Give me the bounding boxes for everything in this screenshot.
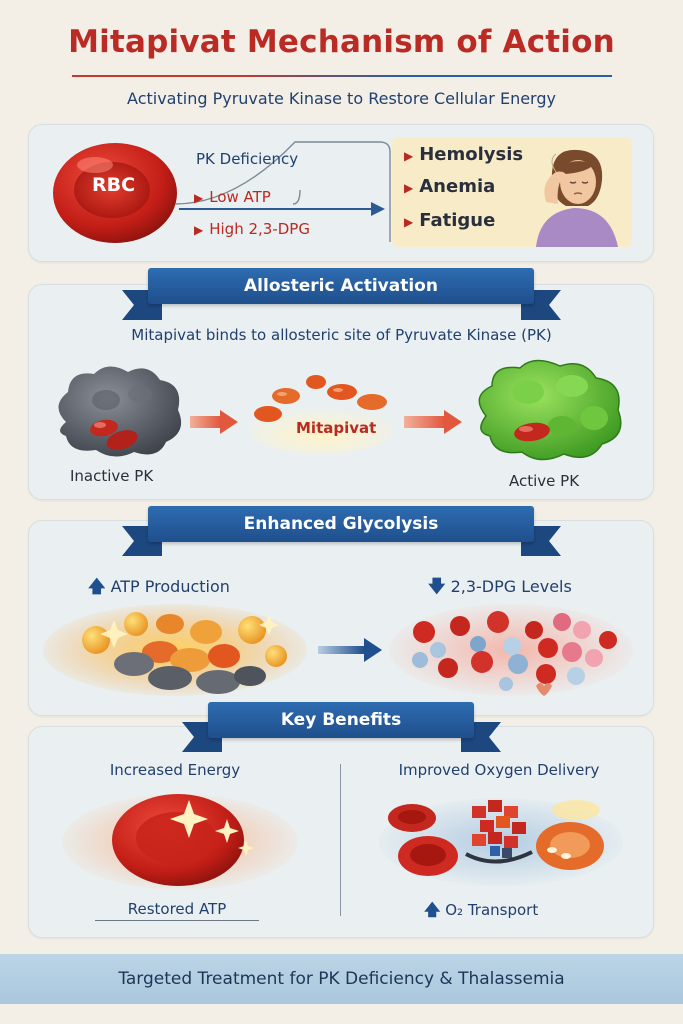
benefit-energy-caption: Restored ATP <box>127 900 227 918</box>
mitapivat-label: Mitapivat <box>296 419 377 437</box>
up-arrow-icon: 🡅 <box>424 900 441 919</box>
tired-person-illustration <box>536 149 618 247</box>
symptom-text: Anemia <box>419 176 496 197</box>
section-ribbon-benefits: Key Benefits <box>208 702 474 738</box>
bullet-icon: ▶ <box>404 215 414 229</box>
dpg-molecules-illustration <box>389 604 633 696</box>
inactive-pk-label: Inactive PK <box>70 467 154 485</box>
symptom-anemia: ▶ Anemia <box>404 176 495 197</box>
bullet-icon: ▶ <box>404 181 414 195</box>
activation-caption: Mitapivat binds to allosteric site of Py… <box>131 326 552 344</box>
rbc-illustration <box>53 143 177 243</box>
symptom-hemolysis: ▶ Hemolysis <box>404 144 523 165</box>
benefit-energy-title: Increased Energy <box>109 761 241 779</box>
restored-atp-underline <box>95 920 259 921</box>
arrow-left <box>190 410 238 434</box>
arrow-right <box>404 410 462 434</box>
atp-molecules-illustration <box>43 604 307 696</box>
title-divider <box>72 75 612 77</box>
rbc-label: RBC <box>92 174 136 196</box>
footer-banner: Targeted Treatment for PK Deficiency & T… <box>0 954 683 1004</box>
symptom-text: Fatigue <box>419 210 496 231</box>
dpg-label: 2,3-DPG Levels <box>450 577 572 596</box>
mitapivat-pills-illustration <box>249 375 393 454</box>
down-arrow-icon: 🡇 <box>428 577 446 597</box>
bullet-icon: ▶ <box>194 191 204 205</box>
footer-text: Targeted Treatment for PK Deficiency & T… <box>118 969 565 989</box>
finding-text: Low ATP <box>209 188 271 206</box>
page-subtitle: Activating Pyruvate Kinase to Restore Ce… <box>127 89 556 108</box>
oxygen-delivery-illustration <box>379 798 623 886</box>
active-pk-label: Active PK <box>509 472 580 490</box>
page-title: Mitapivat Mechanism of Action <box>68 24 615 60</box>
oxygen-caption: O₂ Transport <box>445 901 539 919</box>
finding-text: High 2,3-DPG <box>209 220 310 238</box>
atp-production: 🡅 ATP Production <box>88 574 230 603</box>
section-ribbon-allosteric: Allosteric Activation <box>148 268 534 304</box>
symptom-text: Hemolysis <box>419 144 524 165</box>
benefit-oxygen-title: Improved Oxygen Delivery <box>398 761 600 779</box>
glycolysis-arrow <box>318 638 382 662</box>
energized-rbc-illustration <box>62 794 298 890</box>
symptom-fatigue: ▶ Fatigue <box>404 210 495 231</box>
dpg-levels: 🡇 2,3-DPG Levels <box>428 574 572 603</box>
deficiency-label: PK Deficiency <box>196 150 299 168</box>
bullet-icon: ▶ <box>194 223 204 237</box>
bullet-icon: ▶ <box>404 149 414 163</box>
oxygen-transport: 🡅 O₂ Transport <box>424 899 538 926</box>
up-arrow-icon: 🡅 <box>88 577 106 597</box>
section-ribbon-glycolysis: Enhanced Glycolysis <box>148 506 534 542</box>
finding-high-dpg: ▶ High 2,3-DPG <box>194 220 310 238</box>
inactive-pk-illustration <box>58 366 182 457</box>
atp-label: ATP Production <box>110 577 230 596</box>
finding-low-atp: ▶ Low ATP <box>194 188 271 206</box>
active-pk-illustration <box>478 359 622 461</box>
benefits-divider <box>340 764 341 916</box>
connector-lines <box>175 141 391 242</box>
